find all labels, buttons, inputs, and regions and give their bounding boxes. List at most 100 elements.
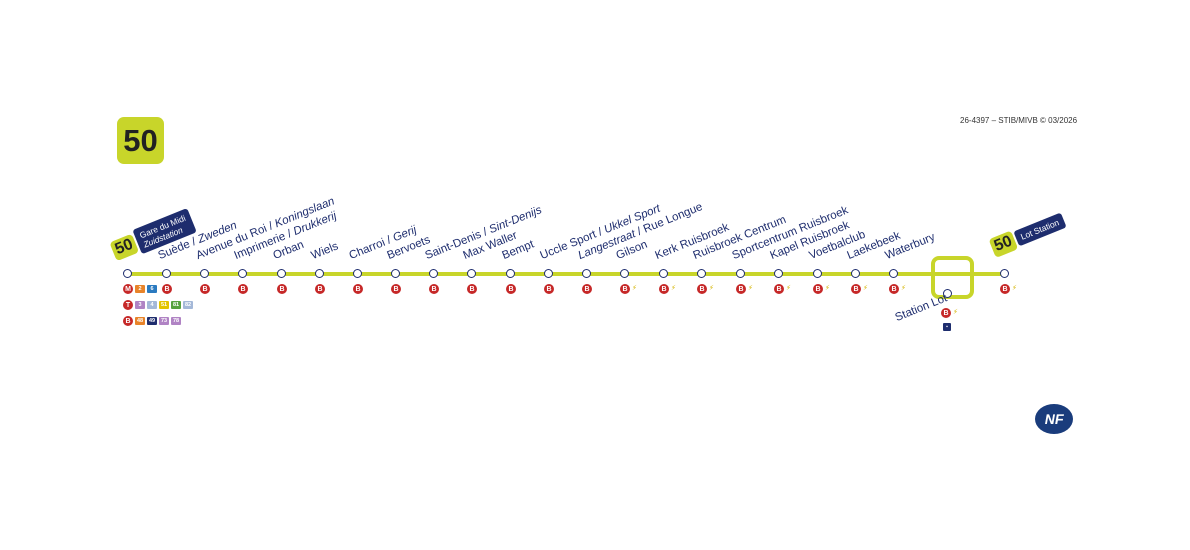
stop-dot-11[interactable] [544, 269, 553, 278]
stop-dot-5[interactable] [315, 269, 324, 278]
route-terminal-loop [931, 256, 974, 299]
bus-circle-icon: B [353, 284, 363, 294]
stop-dot-12[interactable] [582, 269, 591, 278]
bus-circle-icon: B [429, 284, 439, 294]
bus-circle-icon: B [544, 284, 554, 294]
bus-circle-icon: B [736, 284, 746, 294]
terminus-end: 50 Lot Station [988, 211, 1068, 258]
stop-dot-14[interactable] [659, 269, 668, 278]
stop-dot-7[interactable] [391, 269, 400, 278]
train-icon: ⚡ [901, 285, 906, 292]
bus-circle-icon: B [315, 284, 325, 294]
correspondence-15: B⚡ [697, 284, 718, 294]
line-number-badge: 78 [171, 317, 181, 325]
bus-circle-icon: B [582, 284, 592, 294]
train-icon: ⚡ [786, 285, 791, 292]
correspondence-3: B [238, 284, 248, 294]
bus-circle-icon: B [659, 284, 669, 294]
line-number-badge: 2 [135, 285, 145, 293]
stop-dot-20[interactable] [889, 269, 898, 278]
stop-dot-10[interactable] [506, 269, 515, 278]
bus-circle-icon: B [697, 284, 707, 294]
correspondence-10: B [506, 284, 516, 294]
correspondence-9: B [467, 284, 477, 294]
stop-dot-6[interactable] [353, 269, 362, 278]
correspondence-2: B [200, 284, 210, 294]
line-number-badge: 48 [135, 317, 145, 325]
bus-circle-icon: B [889, 284, 899, 294]
bus-circle-icon: B [813, 284, 823, 294]
correspondence-7: B [391, 284, 401, 294]
terminus-end-name: Lot Station [1019, 217, 1061, 242]
line-number-badge: 6 [147, 285, 157, 293]
stop-dot-9[interactable] [467, 269, 476, 278]
stop-dot-8[interactable] [429, 269, 438, 278]
mode-circle-icon: T [123, 300, 133, 310]
bus-circle-icon: B [851, 284, 861, 294]
terminus-end-destination: Lot Station [1013, 212, 1067, 247]
stop-label-5[interactable]: Wiels [310, 240, 341, 262]
stop-dot-station-lot[interactable] [943, 289, 952, 298]
stop-dot-0[interactable] [123, 269, 132, 278]
correspondence-16: B⚡ [736, 284, 757, 294]
terminus-start: 50 Gare du Midi Zuidstation [108, 208, 197, 264]
route-line [128, 272, 1005, 276]
correspondence-13: B⚡ [620, 284, 641, 294]
train-icon: ⚡ [953, 309, 958, 316]
stop-dot-21[interactable] [1000, 269, 1009, 278]
correspondence-4: B [277, 284, 287, 294]
stop-dot-2[interactable] [200, 269, 209, 278]
correspondence-11: B [544, 284, 554, 294]
correspondence-12: B [582, 284, 592, 294]
correspondence-6: B [353, 284, 363, 294]
line-number-badge: 49 [147, 317, 157, 325]
stop-dot-4[interactable] [277, 269, 286, 278]
train-icon: ⚡ [632, 285, 637, 292]
train-icon: ⚡ [709, 285, 714, 292]
correspondence-21: B⚡ [1000, 284, 1021, 294]
bus-circle-icon: B [162, 284, 172, 294]
bus-circle-icon: B [391, 284, 401, 294]
copyright-text: 26-4397 – STIB/MIVB © 03/2026 [960, 116, 1078, 125]
stop-dot-17[interactable] [774, 269, 783, 278]
train-icon: ⚡ [748, 285, 753, 292]
nf-certification-logo: NF [1035, 404, 1073, 434]
bus-circle-icon: B [1000, 284, 1010, 294]
stop-dot-15[interactable] [697, 269, 706, 278]
train-icon: ⚡ [825, 285, 830, 292]
bus-circle-icon: B [467, 284, 477, 294]
correspondence-station-lot: B ⚡ [941, 308, 962, 318]
stop-dot-13[interactable] [620, 269, 629, 278]
route-number-badge: 50 [117, 117, 164, 164]
stop-dot-18[interactable] [813, 269, 822, 278]
mode-circle-icon: M [123, 284, 133, 294]
stop-dot-16[interactable] [736, 269, 745, 278]
bus-circle-icon: B [941, 308, 951, 318]
train-icon: ⚡ [863, 285, 868, 292]
bus-circle-icon: B [620, 284, 630, 294]
bus-circle-icon: B [238, 284, 248, 294]
correspondence-18: B⚡ [813, 284, 834, 294]
line-number-badge: 73 [159, 317, 169, 325]
train-icon: ⚡ [1012, 285, 1017, 292]
stop-dot-3[interactable] [238, 269, 247, 278]
line-number-badge: 51 [159, 301, 169, 309]
mode-circle-icon: B [123, 316, 133, 326]
correspondence-14: B⚡ [659, 284, 680, 294]
bus-circle-icon: B [200, 284, 210, 294]
line-number-badge: 4 [147, 301, 157, 309]
bus-circle-icon: B [506, 284, 516, 294]
correspondence-19: B⚡ [851, 284, 872, 294]
stop-name-primary: Charroi [347, 236, 387, 262]
correspondence-5: B [315, 284, 325, 294]
stop-dot-1[interactable] [162, 269, 171, 278]
correspondence-20: B⚡ [889, 284, 910, 294]
correspondence-1: B [162, 284, 172, 294]
bus-circle-icon: B [277, 284, 287, 294]
line-number-badge: 3 [135, 301, 145, 309]
stop-dot-19[interactable] [851, 269, 860, 278]
correspondence-8: B [429, 284, 439, 294]
